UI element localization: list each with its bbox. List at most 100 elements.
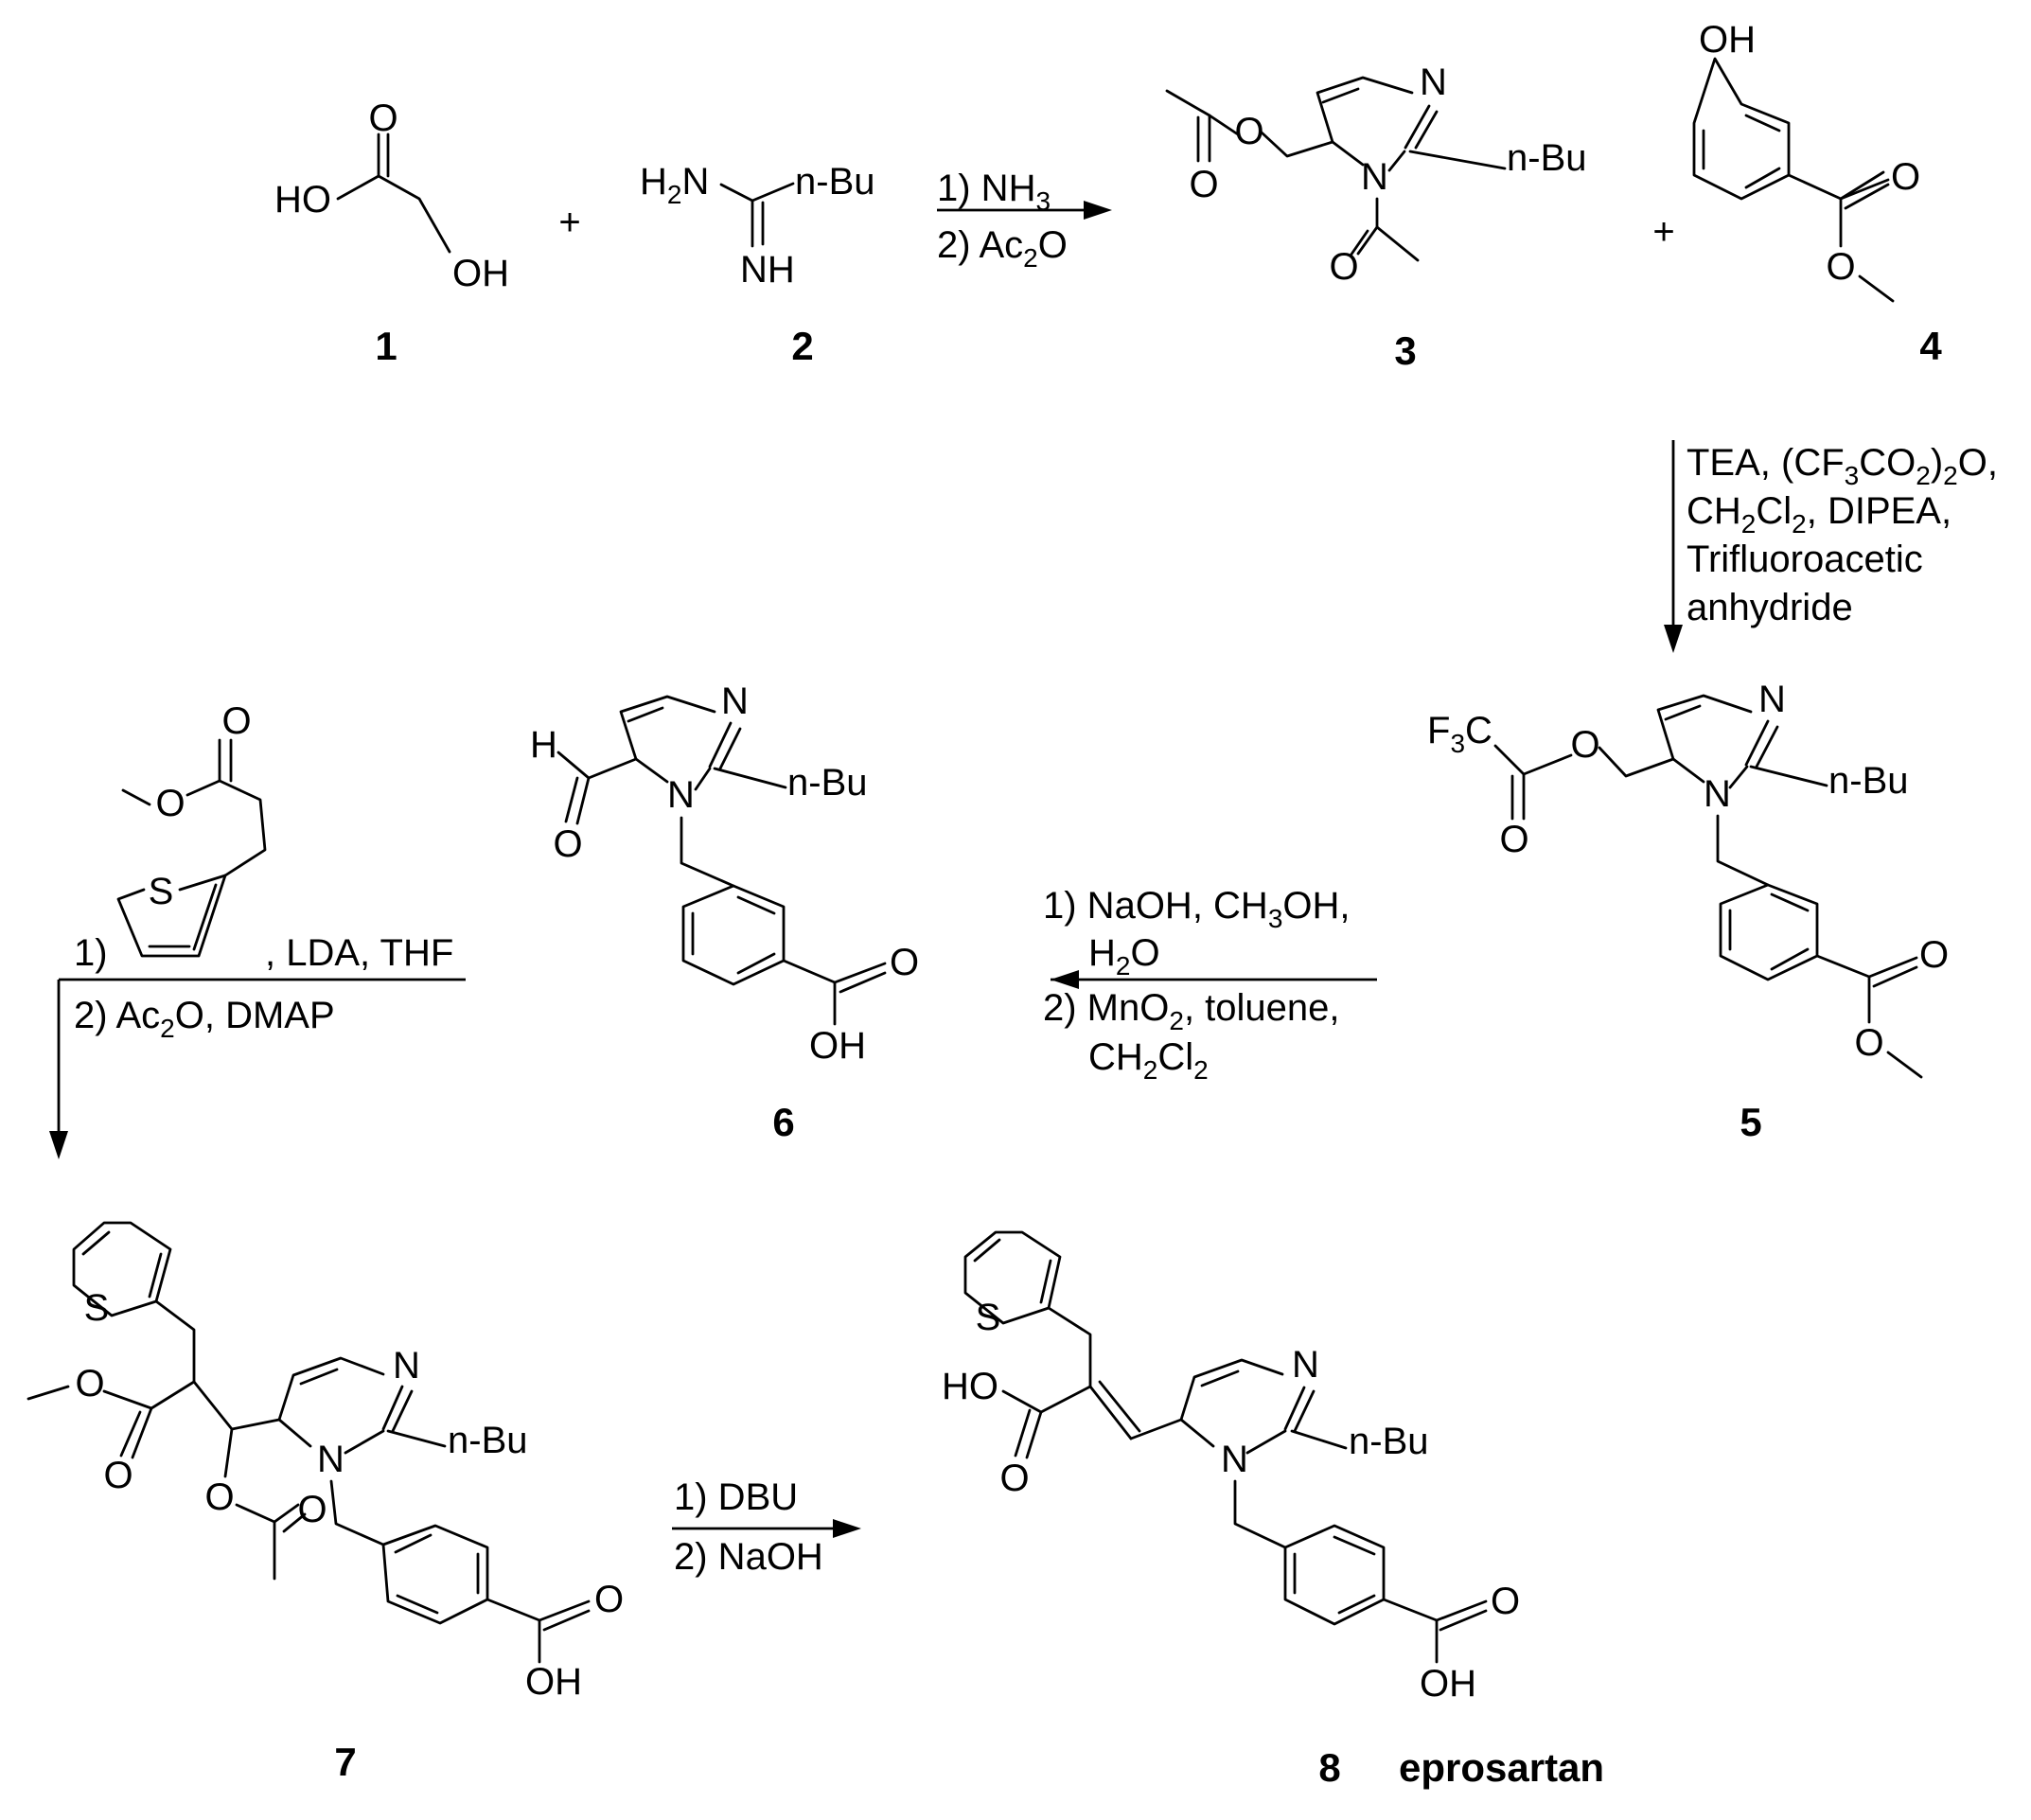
reagent-text-part: 2 [1023, 243, 1038, 273]
reagent-text-part: O [1130, 932, 1159, 974]
compound-1: O HO OH [274, 97, 509, 294]
reagent-text-part: 2 [1116, 951, 1131, 981]
atom-label-n: N [1292, 1344, 1319, 1386]
reagent-text-part: 2) NaOH [674, 1536, 823, 1578]
atom-label-o: O [1854, 1022, 1883, 1064]
atom-label-o: O [1234, 111, 1263, 152]
atom-label-n: N [667, 774, 695, 816]
reagent-text-part: 2 [1943, 461, 1958, 490]
reagent-text-part: Cl [1157, 1036, 1193, 1078]
reagent-step2-line2: CH2Cl2, DIPEA, [1687, 490, 1952, 539]
atom-label-o: O [594, 1579, 624, 1620]
atom-label-n: N [721, 680, 749, 722]
atom-label-o: O [1329, 246, 1358, 288]
compound-8: S HO O N N n-Bu O OH [942, 1230, 1520, 1705]
atom-label-n-bu: n-Bu [1507, 137, 1587, 179]
reaction-arrow-5 [672, 1519, 861, 1538]
atom-label-o: O [1919, 934, 1949, 976]
reagent-text-part: H [1088, 932, 1116, 974]
compound-number-7: 7 [334, 1740, 356, 1784]
reagent-text-part: 2 [1916, 461, 1931, 490]
atom-label-oh: OH [809, 1025, 866, 1067]
reagent-text-part: 1) NH [937, 168, 1035, 209]
reagent-step4-line3: 2) Ac2O, DMAP [74, 995, 335, 1043]
atom-label-o: O [75, 1363, 104, 1405]
reagent-text-part: O [1038, 224, 1068, 266]
reagent-step2-line4: anhydride [1687, 587, 1853, 628]
plus-sign-2: + [1652, 211, 1674, 253]
reagent-text-part: , LDA, THF [265, 932, 453, 974]
atom-label-o: O [155, 783, 185, 824]
reagent-text-part: 2 [160, 1014, 175, 1043]
plus-sign-1: + [558, 202, 580, 243]
reagent-text-part: 2 [1792, 509, 1807, 539]
reagent-text-part: 2) MnO [1043, 987, 1169, 1029]
compound-3: O O N N n-Bu O [1165, 62, 1587, 288]
reagent-step2-line3: Trifluoroacetic [1687, 539, 1923, 580]
reagent-text-part: Cl [1756, 490, 1792, 532]
reagent-text-part: CH [1088, 1036, 1143, 1078]
atom-label-o: O [1189, 164, 1218, 205]
atom-label-n-bu: n-Bu [787, 762, 868, 804]
atom-label-n-bu: n-Bu [1828, 760, 1909, 802]
reagent-step3-line2: H2O [1088, 932, 1160, 981]
atom-label-ho: HO [942, 1366, 998, 1407]
reagent-text-part: 1) [74, 932, 108, 974]
compound-number-4: 4 [1919, 324, 1942, 368]
atom-label-nh: NH [740, 249, 795, 291]
reagent-step1-line1: 1) NH3 [937, 168, 1051, 216]
reagent-step4-line1: 1) [74, 932, 108, 974]
atom-label-oh: OH [1699, 19, 1756, 61]
reaction-arrow-1 [937, 201, 1112, 220]
reagent-step3-line4: CH2Cl2 [1088, 1036, 1209, 1085]
atom-label-o: O [890, 942, 919, 983]
atom-label-o: O [553, 823, 582, 865]
atom-label-o: O [103, 1455, 132, 1496]
reagent-text-part: CO [1859, 442, 1916, 484]
atom-label-oh: OH [452, 253, 509, 294]
atom-label-o: O [1826, 246, 1855, 288]
reagent-text-part: OH, [1282, 885, 1350, 927]
atom-label-n: N [1420, 62, 1447, 103]
atom-label-n: N [1758, 679, 1786, 720]
reagent-text-part: anhydride [1687, 587, 1853, 628]
reagent-text-part: 3 [1845, 461, 1860, 490]
atom-label-o: O [297, 1489, 327, 1530]
reagent-text-part: 2) Ac [937, 224, 1023, 266]
reagent-text-part: Trifluoroacetic [1687, 539, 1923, 580]
reagent-text-part: 3 [1035, 186, 1051, 216]
reagent-text-part: TEA, (CF [1687, 442, 1845, 484]
compound-number-6: 6 [772, 1100, 794, 1144]
atom-label-ho: HO [274, 179, 331, 221]
reagent-step1-line2: 2) Ac2O [937, 224, 1068, 273]
atom-label-n: N [317, 1439, 344, 1480]
atom-label-o: O [221, 700, 251, 742]
reaction-arrow-3 [1051, 970, 1377, 989]
reagent-step5-line2: 2) NaOH [674, 1536, 823, 1578]
atom-label-n: N [1704, 773, 1731, 815]
reaction-arrow-2 [1664, 440, 1683, 653]
compound-number-1: 1 [375, 324, 397, 368]
reagent-text-part: 2 [1193, 1055, 1209, 1085]
compound-5: F3C O O N N n-Bu O O [1427, 679, 1949, 1079]
atom-label-o: O [204, 1476, 234, 1518]
reagent-text-part: 1) DBU [674, 1476, 798, 1518]
reagent-text-part: 3 [1268, 904, 1283, 933]
atom-label-n: N [1361, 156, 1388, 198]
reagent-text-part: 2 [1143, 1055, 1158, 1085]
reagent-text-part: 2 [1741, 509, 1757, 539]
atom-label-s: S [976, 1297, 1001, 1338]
reagent-step3-line3: 2) MnO2, toluene, [1043, 987, 1340, 1035]
atom-label-h2n: H2N [640, 161, 709, 209]
atom-label-s: S [84, 1287, 110, 1329]
compound-4: OH O O [1692, 19, 1920, 303]
atom-label-n-bu: n-Bu [448, 1420, 528, 1461]
atom-label-s: S [149, 871, 174, 912]
reagent-text-part: O, DMAP [175, 995, 335, 1036]
reaction-arrow-4 [49, 978, 466, 1159]
atom-label-f3c: F3C [1427, 710, 1492, 758]
reagent-thiophene-ester: O O S [116, 700, 267, 958]
atom-label-o: O [1891, 156, 1920, 198]
compound-number-3: 3 [1394, 328, 1416, 373]
compound-name-eprosartan: eprosartan [1399, 1745, 1604, 1790]
